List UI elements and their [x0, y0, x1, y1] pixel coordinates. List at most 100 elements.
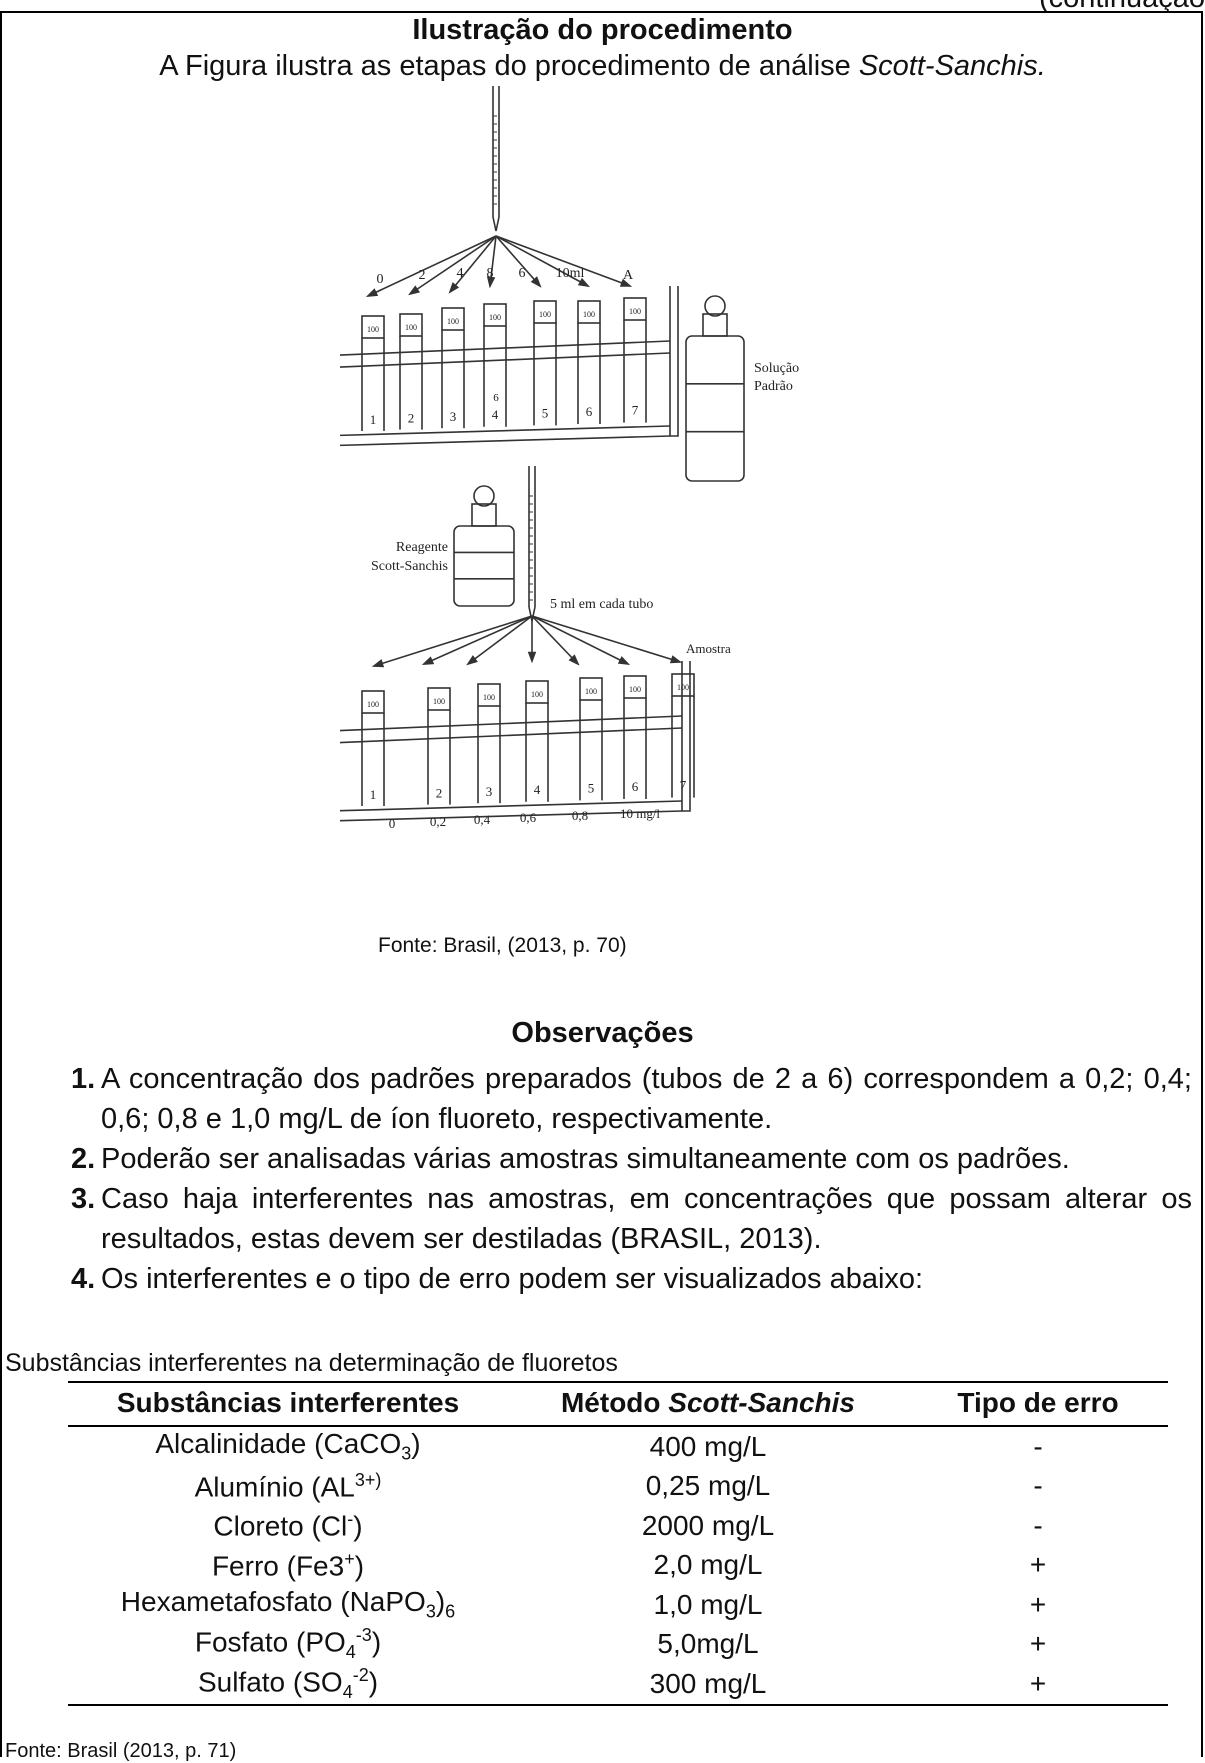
- bottle-label: Scott-Sanchis: [371, 559, 448, 574]
- tube-cap: [399, 313, 423, 337]
- tube-cap: [671, 673, 695, 697]
- arrow-head: [568, 654, 580, 666]
- observation-text: A concentração dos padrões preparados (t…: [101, 1063, 1192, 1135]
- table-caption: Substâncias interferentes na determinaçã…: [5, 1349, 618, 1377]
- tube-cap: [623, 297, 647, 321]
- tube-cap-label: 100: [433, 697, 445, 706]
- bottle-label: Padrão: [754, 379, 793, 394]
- cell-error-type: +: [908, 1664, 1168, 1706]
- cell-substance: Fosfato (PO4-3): [194, 1625, 382, 1663]
- arrow-head: [619, 278, 633, 287]
- reagent-bottle: [453, 525, 515, 607]
- tube-cap-label: 100: [629, 307, 641, 316]
- reagent-bottle-neck: [471, 503, 497, 527]
- concentration-label: 0,6: [520, 810, 537, 825]
- header-substance: Substâncias interferentes: [68, 1381, 508, 1427]
- arrow-head: [617, 656, 631, 666]
- tube-cap: [533, 300, 557, 324]
- tube-cap-label: 100: [531, 690, 543, 699]
- observation-item: 1.A concentração dos padrões preparados …: [0, 1059, 1200, 1139]
- rack-base: [340, 800, 683, 812]
- observations-title: Observações: [511, 1017, 694, 1049]
- reagent-bottle-stopper: [473, 485, 495, 507]
- table-header-row: Substâncias interferentes Método Scott-S…: [68, 1381, 1168, 1427]
- volume-label: 4: [457, 266, 464, 281]
- page-frame: [0, 11, 1203, 1757]
- tube-cap: [579, 677, 603, 701]
- tube-cap: [427, 687, 451, 711]
- tube-cap-label: 100: [367, 325, 379, 334]
- arrow-head: [577, 277, 591, 288]
- observation-text: Caso haja interferentes nas amostras, em…: [101, 1183, 1192, 1255]
- tube-cap-label: 100: [539, 310, 551, 319]
- tube-cap-label: 100: [447, 317, 459, 326]
- pipette-tip: [492, 216, 500, 232]
- rack-shelf: [340, 340, 671, 356]
- table-row: Alumínio (AL3+)0,25 mg/L-: [68, 1467, 1168, 1507]
- table-row: Alcalinidade (CaCO3)400 mg/L-: [68, 1426, 1168, 1467]
- observation-item: 4.Os interferentes e o tipo de erro pode…: [0, 1259, 1200, 1299]
- cell-limit: 0,25 mg/L: [645, 1470, 771, 1502]
- concentration-label: 0: [389, 816, 396, 831]
- observations-list: 1.A concentração dos padrões preparados …: [0, 1059, 1200, 1299]
- tube-number: 5: [542, 406, 549, 421]
- tube-number: 7: [680, 777, 687, 792]
- rack-shelf: [340, 352, 671, 368]
- observation-number: 2.: [71, 1143, 96, 1175]
- table-row: Fosfato (PO4-3) 5,0mg/L +: [68, 1625, 1168, 1665]
- rack-base: [340, 810, 683, 822]
- tube-number: 6: [586, 404, 593, 419]
- arrow-head: [466, 655, 478, 666]
- cell-limit: 5,0mg/L: [657, 1628, 759, 1660]
- rack-base: [340, 425, 671, 437]
- table-row: Ferro (Fe3+)2,0 mg/L+: [68, 1546, 1168, 1586]
- tube-cap-label: 100: [585, 687, 597, 696]
- cell-limit: 2000 mg/L: [641, 1509, 775, 1541]
- volume-label: 10ml: [556, 266, 585, 281]
- observation-text: Os interferentes e o tipo de erro podem …: [101, 1263, 924, 1295]
- arrow-head: [448, 282, 460, 294]
- arrow-head: [371, 659, 385, 668]
- rack-shelf: [340, 715, 683, 732]
- observation-item: 2.Poderão ser analisadas várias amostras…: [0, 1139, 1200, 1179]
- cell-substance: Ferro (Fe3+): [211, 1548, 365, 1581]
- intro-text: A Figura ilustra as etapas do procedimen…: [159, 50, 859, 82]
- cell-limit: 1,0 mg/L: [653, 1588, 763, 1620]
- volume-label: 2: [419, 268, 426, 283]
- observation-text: Poderão ser analisadas várias amostras s…: [101, 1143, 1070, 1175]
- observation-number: 1.: [71, 1063, 96, 1095]
- arrow-head: [408, 285, 421, 296]
- sample-label: Amostra: [686, 641, 731, 656]
- tube-cap-label: 100: [405, 323, 417, 332]
- table-row: Sulfato (SO4-2)300 mg/L+: [68, 1664, 1168, 1706]
- tube-number: 4: [534, 782, 541, 797]
- figure-caption: Fonte: Brasil, (2013, p. 70): [378, 934, 627, 957]
- concentration-label: 0,2: [430, 814, 446, 829]
- volume-label: 6: [519, 266, 526, 281]
- dispense-arrow: [373, 615, 533, 667]
- tube-number: 3: [450, 409, 457, 424]
- cell-error-type: +: [1029, 1628, 1047, 1660]
- tube-number: 3: [486, 784, 493, 799]
- observation-item: 3.Caso haja interferentes nas amostras, …: [0, 1179, 1200, 1259]
- tube-number: 7: [632, 402, 639, 417]
- rack-leg: [681, 661, 691, 812]
- rack-leg: [669, 286, 679, 437]
- section-title: Ilustração do procedimento: [412, 14, 793, 46]
- cell-limit: 2,0 mg/L: [653, 1549, 763, 1581]
- dispense-arrow: [495, 235, 541, 287]
- continuation-note: (continuação: [1005, 0, 1205, 12]
- dispense-arrow: [531, 615, 579, 665]
- cell-limit: 400 mg/L: [649, 1430, 767, 1462]
- cell-substance: Alcalinidade (CaCO3): [155, 1428, 421, 1465]
- tube-number: 1: [370, 787, 377, 802]
- tube-number: 6: [632, 779, 639, 794]
- dispense-arrow: [495, 235, 589, 287]
- volume-label: 0: [377, 272, 384, 287]
- tube-cap: [525, 680, 549, 704]
- tube-cap-label: 100: [583, 310, 595, 319]
- bottle-label: Solução: [754, 361, 799, 376]
- tube-cap: [577, 300, 601, 324]
- intro-paragraph: A Figura ilustra as etapas do procedimen…: [0, 50, 1205, 83]
